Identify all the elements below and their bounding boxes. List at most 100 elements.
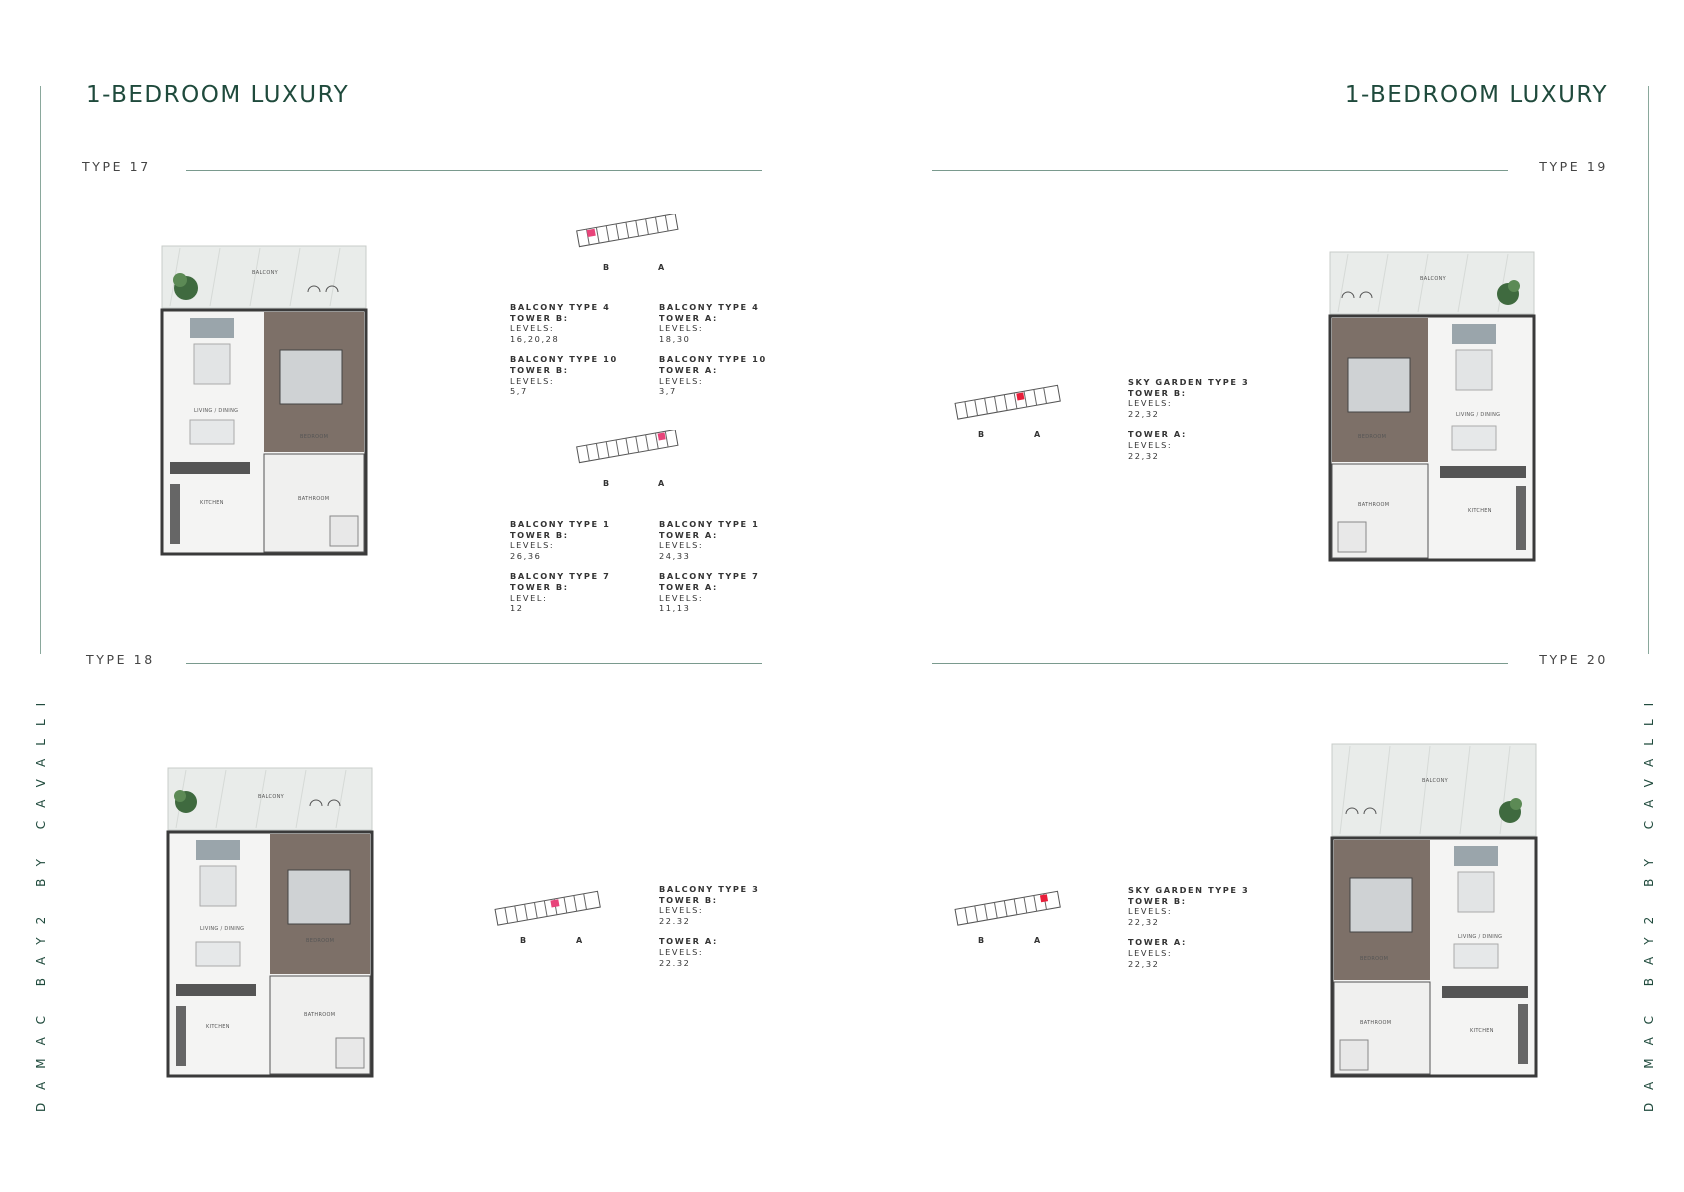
info-tower: TOWER A: [659,581,718,592]
keyplan-b-label: B [520,936,527,945]
info-levels-label: LEVELS: [659,592,704,603]
info-heading: BALCONY TYPE 4 [510,302,611,312]
info-heading: BALCONY TYPE 4 [659,302,760,312]
plan-living-label: LIVING / DINING [1456,412,1500,418]
info-tower: TOWER A: [659,364,718,375]
keyplan-a-label: A [576,936,583,945]
plan-kitchen-label: KITCHEN [200,500,224,506]
info-levels-label: LEVELS: [659,905,704,916]
plan-living-label: LIVING / DINING [200,926,244,932]
plan-balcony-label: BALCONY [252,270,279,276]
info-levels-label: LEVELS: [659,375,704,386]
info-block: BALCONY TYPE 1 TOWER B: LEVELS: 26,36 [510,519,650,561]
info-levels-value: 5,7 [510,386,528,397]
page-title-left: 1-BEDROOM LUXURY [86,82,350,108]
info-tower: TOWER A: [1128,429,1187,440]
type-17-info-col1-lower: BALCONY TYPE 1 TOWER B: LEVELS: 26,36 BA… [510,519,650,624]
info-tower: TOWER B: [510,581,569,592]
floor-plan-type-18: BALCONY LIVING / DINING BEDROOM KITCHEN … [166,767,374,1078]
info-block: BALCONY TYPE 7 TOWER B: LEVEL: 12 [510,571,650,613]
info-heading: BALCONY TYPE 3 [659,884,760,894]
info-heading: BALCONY TYPE 1 [510,519,611,529]
info-block: SKY GARDEN TYPE 3 TOWER B: LEVELS: 22,32 [1128,377,1278,419]
plan-bathroom-label: BATHROOM [1358,502,1389,508]
page-title-right: 1-BEDROOM LUXURY [1344,82,1608,108]
brand-vertical-left: DAMAC BAY2 BY CAVALLI [34,689,48,1112]
info-heading: BALCONY TYPE 10 [659,354,767,365]
plan-bedroom-label: BEDROOM [1358,434,1386,440]
plan-balcony-label: BALCONY [258,794,285,800]
info-levels-value: 22.32 [659,957,691,968]
info-heading: BALCONY TYPE 7 [659,571,760,582]
plan-balcony-label: BALCONY [1420,276,1447,282]
info-levels-value: 3,7 [659,386,677,397]
info-levels-label: LEVELS: [1128,439,1173,450]
info-levels-value: 11,13 [659,603,691,614]
info-block: BALCONY TYPE 7 TOWER A: LEVELS: 11,13 [659,571,799,613]
info-levels-value: 22.32 [659,915,691,926]
info-levels-value: 22,32 [1128,408,1160,419]
info-heading: BALCONY TYPE 1 [659,519,760,529]
info-tower: TOWER B: [1128,387,1187,398]
type-17-rule [186,170,762,171]
plan-living-label: LIVING / DINING [1458,934,1502,940]
info-block: BALCONY TYPE 10 TOWER A: LEVELS: 3,7 [659,354,799,396]
info-tower: TOWER B: [510,529,569,540]
info-heading: SKY GARDEN TYPE 3 [1128,885,1250,895]
type-19-label: TYPE 19 [1539,159,1608,174]
info-levels-value: 24,33 [659,550,691,561]
keyplan-b-label: B [603,263,610,272]
info-tower: TOWER A: [659,936,718,947]
info-heading: BALCONY TYPE 7 [510,571,611,582]
info-block: BALCONY TYPE 4 TOWER B: LEVELS: 16,20,28 [510,302,650,344]
info-tower: TOWER A: [1128,937,1187,948]
info-levels-value: 26,36 [510,550,542,561]
keyplan-type-18 [494,890,601,926]
type-20-rule [932,663,1508,664]
info-levels-value: 22,32 [1128,916,1160,927]
type-20-label: TYPE 20 [1539,652,1608,667]
floor-plan-type-17: BALCONY LIVING / DINING BEDROOM KITCHEN … [160,245,368,556]
info-heading: BALCONY TYPE 10 [510,354,618,365]
keyplan-a-label: A [658,479,665,488]
brand-vertical-right: DAMAC BAY2 BY CAVALLI [1642,689,1656,1112]
info-block: BALCONY TYPE 4 TOWER A: LEVELS: 18,30 [659,302,799,344]
info-levels-label: LEVELS: [510,323,555,334]
keyplan-b-label: B [978,430,985,439]
plan-kitchen-label: KITCHEN [1468,508,1492,514]
info-block: TOWER A: LEVELS: 22.32 [659,936,799,968]
type-17-info-col1-upper: BALCONY TYPE 4 TOWER B: LEVELS: 16,20,28… [510,302,650,407]
type-18-rule [186,663,762,664]
info-levels-label: LEVELS: [659,323,704,334]
type-17-label: TYPE 17 [82,159,151,174]
info-block: BALCONY TYPE 10 TOWER B: LEVELS: 5,7 [510,354,650,396]
plan-bathroom-label: BATHROOM [304,1012,335,1018]
plan-living-label: LIVING / DINING [194,408,238,414]
info-block: BALCONY TYPE 3 TOWER B: LEVELS: 22.32 [659,884,799,926]
right-frame-line-top [1648,86,1649,654]
type-18-label: TYPE 18 [86,652,155,667]
info-levels-label: LEVELS: [510,540,555,551]
info-tower: TOWER A: [659,529,718,540]
type-20-info: SKY GARDEN TYPE 3 TOWER B: LEVELS: 22,32… [1128,885,1278,979]
info-levels-label: LEVELS: [1128,398,1173,409]
type-19-info: SKY GARDEN TYPE 3 TOWER B: LEVELS: 22,32… [1128,377,1278,471]
plan-bedroom-label: BEDROOM [1360,956,1388,962]
info-block: TOWER A: LEVELS: 22,32 [1128,429,1278,461]
plan-balcony-label: BALCONY [1422,778,1449,784]
plan-bathroom-label: BATHROOM [298,496,329,502]
keyplan-type-17-b [576,430,679,464]
info-levels-label: LEVEL: [510,592,548,603]
plan-bedroom-label: BEDROOM [300,434,328,440]
info-tower: TOWER B: [1128,895,1187,906]
info-levels-value: 22,32 [1128,958,1160,969]
info-levels-label: LEVELS: [1128,947,1173,958]
floor-plan-type-19: BALCONY LIVING / DINING BEDROOM KITCHEN … [1328,251,1536,562]
info-tower: TOWER A: [659,312,718,323]
info-levels-value: 16,20,28 [510,333,560,344]
keyplan-a-label: A [658,263,665,272]
keyplan-type-17-a [576,214,679,248]
keyplan-b-label: B [603,479,610,488]
info-levels-label: LEVELS: [659,946,704,957]
type-19-rule [932,170,1508,171]
